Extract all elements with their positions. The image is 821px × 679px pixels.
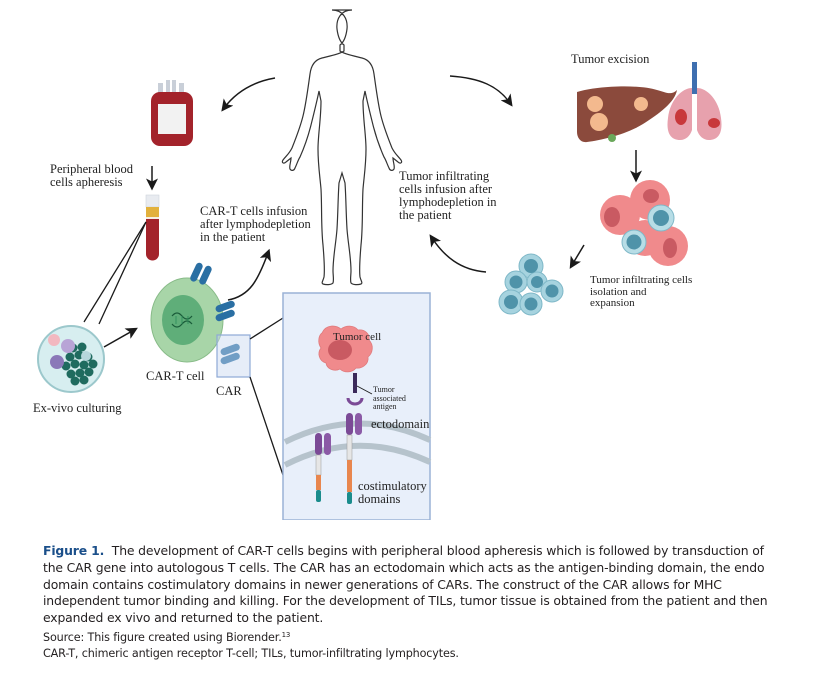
label-peripheral-blood: Peripheral blood cells apheresis	[50, 162, 133, 189]
car-t-til-diagram	[37, 9, 722, 520]
arrow-body-to-blood-bag	[221, 77, 276, 112]
zoom-line-2	[249, 376, 284, 476]
lungs-icon	[667, 62, 722, 140]
car-receptor-icon	[190, 262, 240, 365]
label-til-isolation: Tumor infiltrating cells isolation and e…	[590, 274, 693, 309]
arrow-body-to-tumor-excision	[449, 75, 513, 107]
arrow-cart-infusion	[227, 248, 272, 301]
label-tumor-antigen: Tumor associated antigen	[373, 385, 406, 411]
petri-dish-icon	[37, 325, 105, 393]
label-car-t-cell: CAR-T cell	[146, 369, 205, 383]
label-car: CAR	[216, 384, 242, 398]
caption-source: Source: This figure created using Bioren…	[43, 630, 282, 644]
til-nucleus-group	[504, 259, 559, 311]
label-car-t-infusion: CAR-T cells infusion after lymphodepleti…	[200, 204, 311, 244]
arrow-til-infusion	[429, 234, 487, 273]
label-tumor-excision: Tumor excision	[571, 52, 650, 66]
arrow-dish-to-cart	[103, 327, 138, 348]
label-ex-vivo-culturing: Ex-vivo culturing	[33, 401, 122, 415]
tube-line-2	[98, 221, 147, 325]
label-costimulatory-domains: costimulatory domains	[358, 479, 427, 506]
liver-icon	[577, 86, 677, 143]
label-tumor-cell: Tumor cell	[333, 331, 382, 343]
caption-text: The development of CAR-T cells begins wi…	[43, 543, 768, 626]
car-t-cell-icon	[150, 277, 224, 363]
tube-line-1	[83, 221, 147, 323]
tumor-with-til-icon	[600, 180, 688, 266]
figure-caption: Figure 1. The development of CAR-T cells…	[43, 543, 783, 662]
zoom-line-1	[249, 317, 284, 340]
car-highlight-box	[216, 334, 251, 378]
car-inset-panel	[282, 292, 432, 520]
source-reference: 13	[281, 630, 291, 639]
blood-bag-icon	[151, 80, 193, 146]
label-ectodomain: ectodomain	[371, 417, 430, 431]
human-body-icon	[281, 9, 403, 286]
caption-abbreviations: CAR-T, chimeric antigen receptor T-cell;…	[43, 646, 459, 660]
label-til-infusion: Tumor infiltrating cells infusion after …	[399, 169, 497, 222]
blood-tube-icon	[145, 194, 160, 261]
arrow-tumor-to-expansion	[569, 244, 585, 269]
figure-number: Figure 1.	[43, 543, 105, 558]
